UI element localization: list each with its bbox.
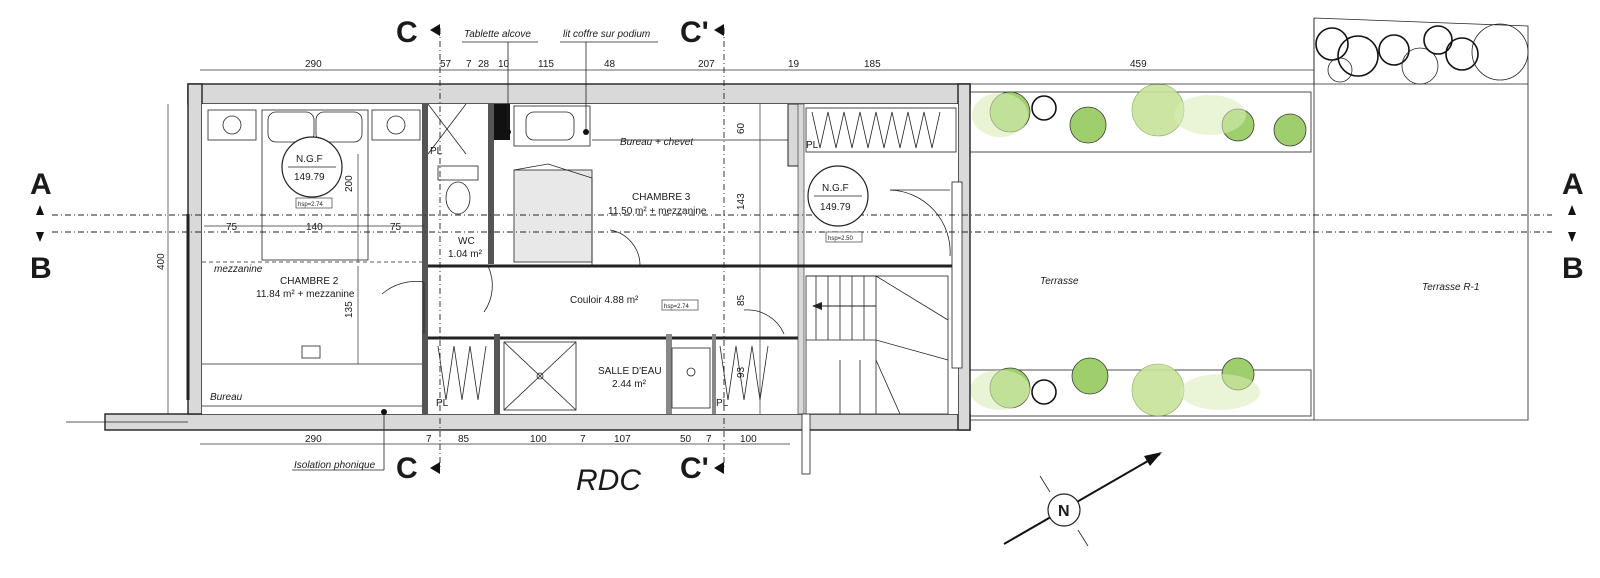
mezzanine-label: mezzanine bbox=[214, 264, 263, 275]
dim-inner: 75 bbox=[390, 222, 402, 233]
dim-top: 48 bbox=[604, 59, 616, 70]
dim-inner: 135 bbox=[344, 301, 355, 318]
wc-area: 1.04 m² bbox=[448, 249, 483, 260]
interior-walls bbox=[202, 103, 958, 415]
section-c-prime-bottom-label: C' bbox=[680, 452, 709, 485]
section-b-left-label: B bbox=[30, 252, 52, 285]
callout-leaders bbox=[292, 41, 658, 471]
dimension-lines bbox=[167, 69, 1314, 445]
dim-bottom: 100 bbox=[530, 434, 547, 445]
site-lines bbox=[66, 83, 1314, 475]
pl-label: PL bbox=[436, 398, 449, 409]
dim-inner: 140 bbox=[306, 222, 323, 233]
section-a-right-label: A bbox=[1562, 168, 1584, 201]
terrasse-r1-area bbox=[1313, 17, 1529, 421]
dim-top: 207 bbox=[698, 59, 715, 70]
staircase bbox=[805, 275, 949, 415]
dim-inner: 93 bbox=[736, 366, 747, 378]
section-a-left-label: A bbox=[30, 168, 52, 201]
dim-bottom: 85 bbox=[458, 434, 470, 445]
ngf-marker-right bbox=[807, 165, 869, 227]
doors bbox=[381, 189, 951, 335]
dim-top: 28 bbox=[478, 59, 490, 70]
dim-top: 7 bbox=[466, 59, 472, 70]
chambre2-name: CHAMBRE 2 bbox=[280, 276, 339, 287]
bureau-label: Bureau bbox=[210, 392, 243, 403]
callout-lit-coffre: lit coffre sur podium bbox=[563, 29, 650, 40]
planter-top bbox=[962, 83, 1312, 153]
pl-label: PL bbox=[716, 398, 729, 409]
dim-top: 185 bbox=[864, 59, 881, 70]
salle-eau-area: 2.44 m² bbox=[612, 379, 647, 390]
ngf-right-label: N.G.F bbox=[822, 183, 849, 194]
pl-label: PL bbox=[806, 140, 819, 151]
dim-inner: 60 bbox=[736, 122, 747, 134]
right-room-wardrobe bbox=[805, 107, 957, 153]
dim-inner: 200 bbox=[344, 175, 355, 192]
section-c-prime-top-label: C' bbox=[680, 16, 709, 49]
pl-label: PL bbox=[430, 146, 443, 157]
dim-inner: 75 bbox=[226, 222, 238, 233]
hsp-tag: hsp=2.74 bbox=[298, 202, 324, 208]
dim-inner: 400 bbox=[156, 253, 167, 270]
chambre2-bed bbox=[207, 109, 421, 359]
north-arrow-icon bbox=[1003, 452, 1162, 547]
dim-bottom: 100 bbox=[740, 434, 757, 445]
hsp-tag: hsp=2.74 bbox=[664, 304, 690, 310]
dim-bottom: 7 bbox=[426, 434, 432, 445]
bureau-chevet-label: Bureau + chevet bbox=[620, 137, 694, 148]
callout-tablette: Tablette alcove bbox=[464, 29, 531, 40]
dim-bottom: 7 bbox=[706, 434, 712, 445]
dim-top: 459 bbox=[1130, 59, 1147, 70]
couloir-label: Couloir 4.88 m² bbox=[570, 295, 639, 306]
terrasse-label: Terrasse bbox=[1040, 276, 1079, 287]
ngf-right-value: 149.79 bbox=[820, 202, 851, 213]
salle-eau-fixtures bbox=[437, 341, 769, 411]
dim-top: 115 bbox=[538, 59, 554, 70]
callout-isolation: Isolation phonique bbox=[294, 460, 376, 471]
terrasse-r1-label: Terrasse R-1 bbox=[1422, 282, 1479, 293]
dim-bottom: 50 bbox=[680, 434, 692, 445]
chambre3-bed bbox=[513, 105, 788, 266]
wc-name: WC bbox=[458, 236, 475, 247]
dim-inner: 85 bbox=[736, 294, 747, 306]
section-c-bottom-label: C bbox=[396, 452, 418, 485]
hsp-tag: hsp=2.50 bbox=[828, 236, 854, 242]
dim-inner: 143 bbox=[736, 193, 747, 210]
chambre3-area: 11.50 m² + mezzanine bbox=[608, 206, 707, 217]
ngf-left-label: N.G.F bbox=[296, 154, 323, 165]
planter-bottom bbox=[962, 357, 1312, 417]
dim-bottom: 290 bbox=[305, 434, 322, 445]
section-b-right-label: B bbox=[1562, 252, 1584, 285]
dim-bottom: 7 bbox=[580, 434, 586, 445]
dim-bottom: 107 bbox=[614, 434, 631, 445]
salle-eau-name: SALLE D'EAU bbox=[598, 366, 662, 377]
section-lines bbox=[36, 24, 1576, 474]
wc-fixtures bbox=[427, 103, 479, 215]
chambre3-name: CHAMBRE 3 bbox=[632, 192, 691, 203]
dim-top: 19 bbox=[788, 59, 800, 70]
dim-top: 57 bbox=[440, 59, 452, 70]
dim-top: 290 bbox=[305, 59, 322, 70]
section-c-top-label: C bbox=[396, 16, 418, 49]
chambre2-area: 11.84 m² + mezzanine bbox=[256, 289, 355, 300]
north-label: N bbox=[1058, 503, 1070, 520]
plan-title: RDC bbox=[576, 464, 641, 497]
dim-top: 10 bbox=[498, 59, 510, 70]
ngf-marker-left bbox=[281, 136, 343, 198]
ngf-left-value: 149.79 bbox=[294, 172, 325, 183]
